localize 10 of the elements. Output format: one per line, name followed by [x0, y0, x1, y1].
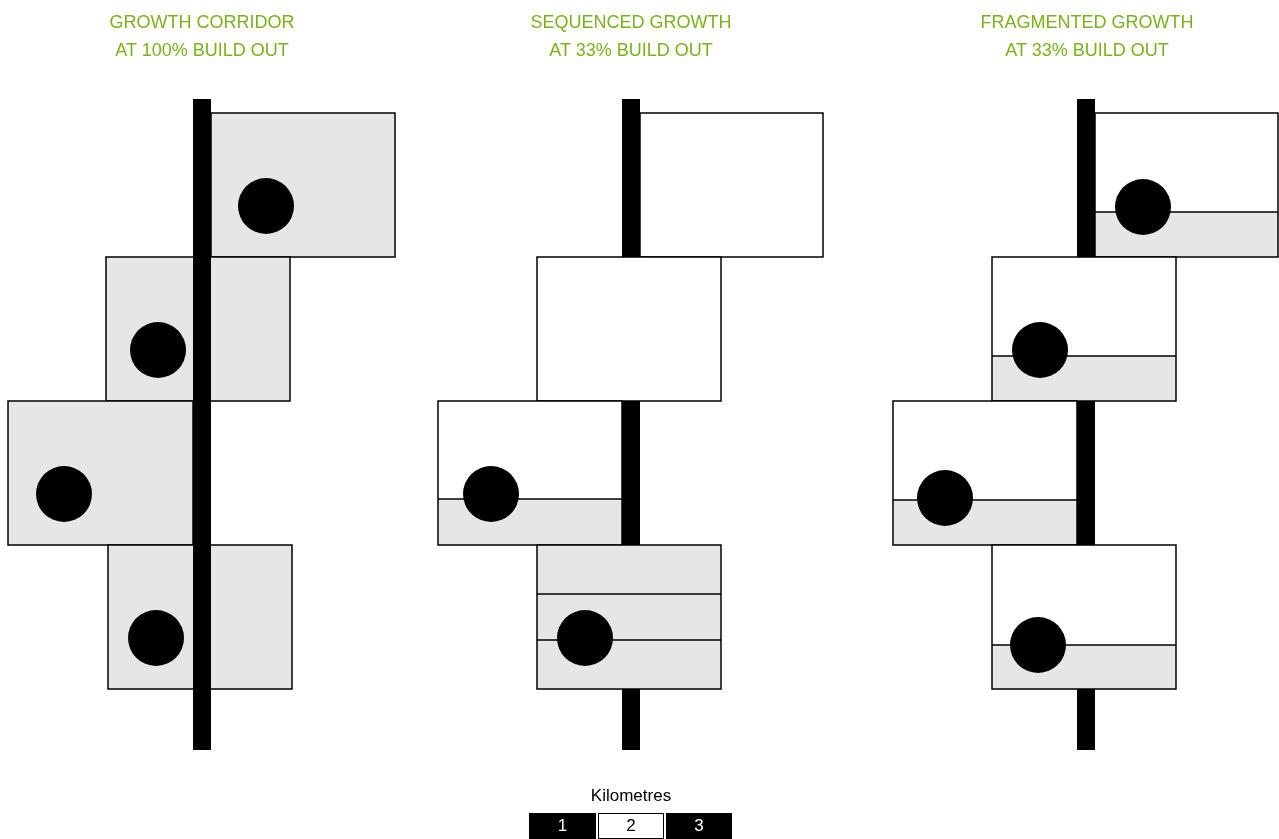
- panel-title: FRAGMENTED GROWTH: [980, 13, 1194, 31]
- panel-subtitle: AT 100% BUILD OUT: [115, 41, 289, 59]
- panel-title: GROWTH CORRIDOR: [109, 13, 295, 31]
- panel-title: SEQUENCED GROWTH: [530, 13, 732, 31]
- scale-bar-segment: 2: [598, 813, 664, 839]
- panel-subtitle: AT 33% BUILD OUT: [1005, 41, 1169, 59]
- scale-bar-segment: 3: [666, 813, 732, 839]
- scale-label: Kilometres: [590, 787, 672, 804]
- scale-bar-segment: 1: [529, 813, 596, 839]
- panel-subtitle: AT 33% BUILD OUT: [549, 41, 713, 59]
